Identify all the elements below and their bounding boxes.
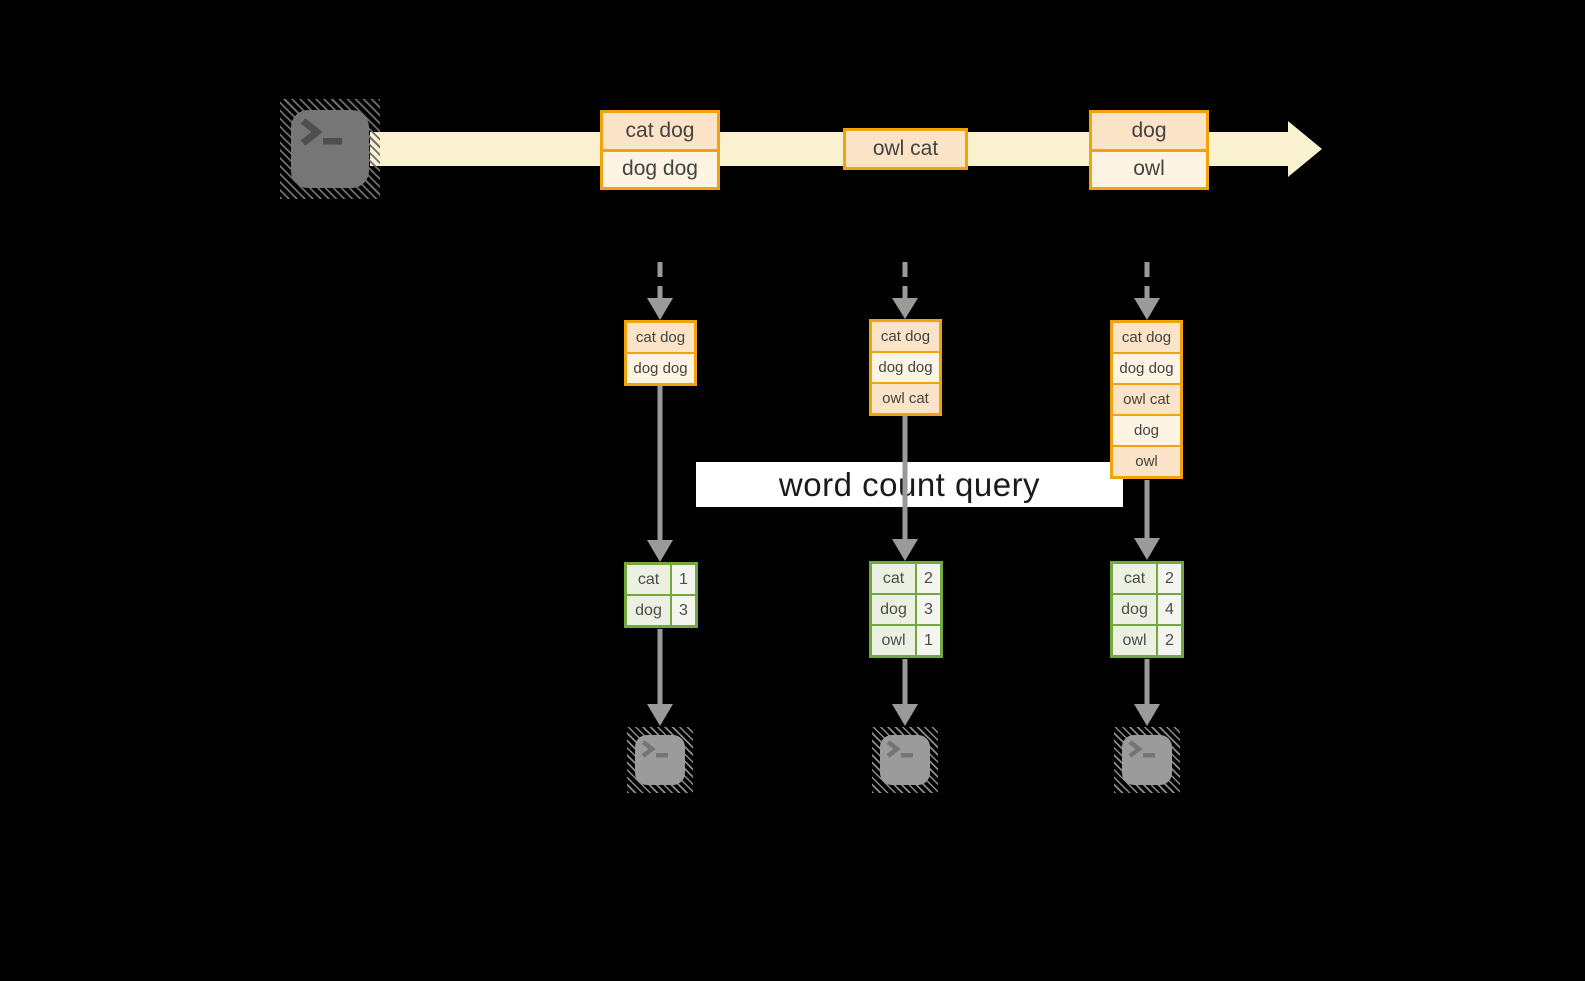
terminal-body [1122,735,1172,785]
count-value: 3 [917,595,940,624]
state-record: dog dog [1113,352,1180,383]
source-terminal [280,99,380,199]
count-value: 1 [672,565,695,594]
count-word: dog [1113,595,1156,624]
state-record: dog dog [627,352,694,383]
state-record: dog dog [872,351,939,382]
sink-terminal-2 [872,727,938,793]
state-record: cat dog [1113,323,1180,352]
count-word: owl [1113,626,1156,655]
state-record: owl cat [1113,383,1180,414]
stream-arrowhead-icon [1288,121,1322,177]
sink-terminal-1 [627,727,693,793]
terminal-body [880,735,930,785]
count-value: 1 [917,626,940,655]
terminal-prompt-icon [641,740,668,758]
state-box-3: cat dog dog dog owl cat dog owl [1110,320,1183,479]
event-box-3: dog owl [1089,110,1209,190]
dashed-ingest-arrows [657,262,1150,298]
state-box-2: cat dog dog dog owl cat [869,319,942,416]
count-table-1: cat 1 dog 3 [624,562,698,628]
state-record: cat dog [627,323,694,352]
count-word: owl [872,626,915,655]
sink-arrowheads [647,704,1160,726]
count-table-3: cat 2 dog 4 owl 2 [1110,561,1184,658]
query-arrowheads [647,538,1160,562]
count-word: cat [872,564,915,593]
event-record: dog dog [603,148,717,187]
state-record: owl cat [872,382,939,413]
query-label-box: word count query [696,462,1123,507]
count-value: 4 [1158,595,1181,624]
count-value: 2 [1158,564,1181,593]
count-value: 2 [917,564,940,593]
event-record: cat dog [603,113,717,149]
dashed-arrowheads [647,298,1160,320]
count-word: cat [1113,564,1156,593]
count-value: 3 [672,596,695,625]
sink-terminal-3 [1114,727,1180,793]
event-box-2: owl cat [843,128,968,170]
state-record: cat dog [872,322,939,351]
terminal-prompt-icon [300,118,342,146]
terminal-prompt-icon [1128,740,1155,758]
event-box-1: cat dog dog dog [600,110,720,190]
terminal-prompt-icon [886,740,913,758]
event-record: owl cat [846,131,965,167]
event-record: dog [1092,113,1206,149]
count-value: 2 [1158,626,1181,655]
state-record: owl [1113,445,1180,476]
count-table-2: cat 2 dog 3 owl 1 [869,561,943,658]
state-record: dog [1113,414,1180,445]
count-word: dog [872,595,915,624]
terminal-body [291,110,369,188]
count-word: cat [627,565,670,594]
query-label: word count query [778,465,1041,503]
event-record: owl [1092,148,1206,187]
count-word: dog [627,596,670,625]
state-box-1: cat dog dog dog [624,320,697,386]
terminal-body [635,735,685,785]
